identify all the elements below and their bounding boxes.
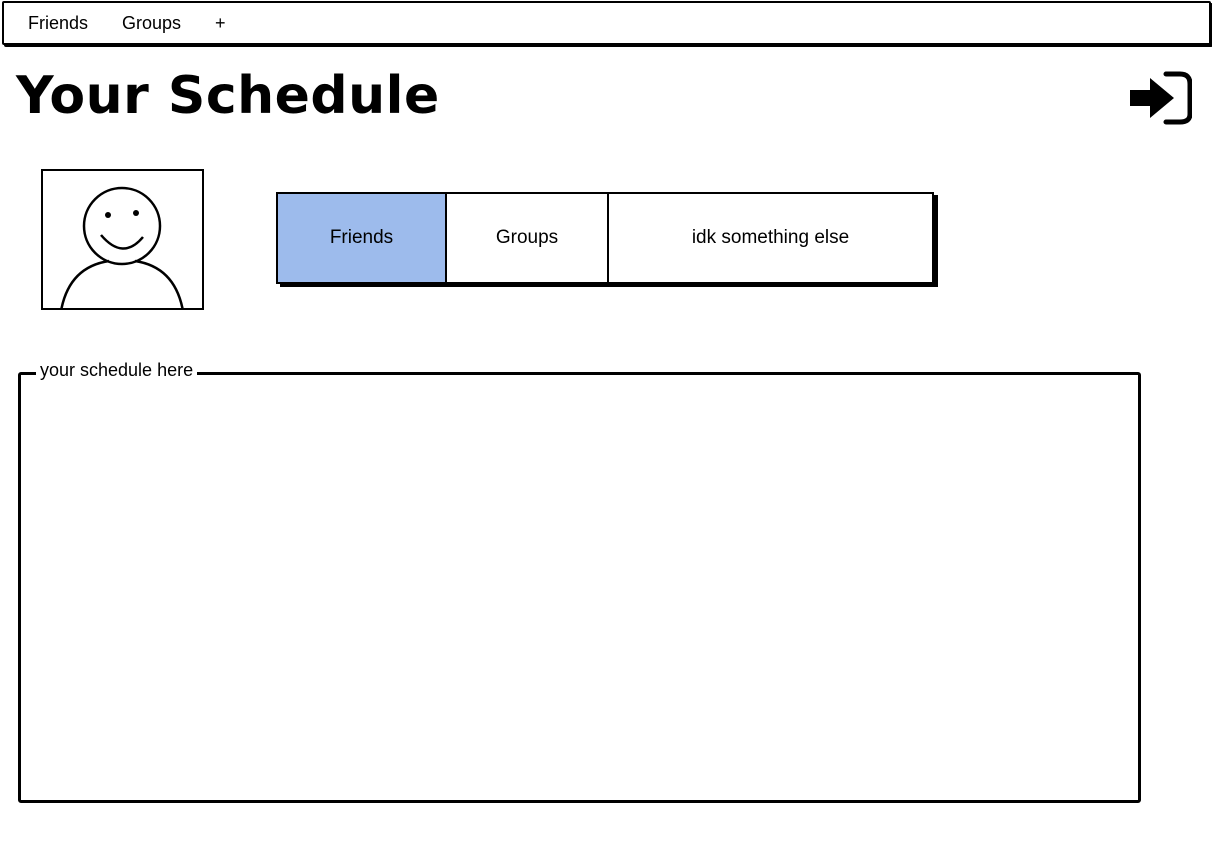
nav-item-groups[interactable]: Groups [122, 13, 182, 33]
top-navigation-bar: Friends Groups + [2, 1, 1211, 45]
tab-groups[interactable]: Groups [447, 194, 609, 282]
sign-in-arrow-icon[interactable] [1128, 70, 1193, 126]
schedule-panel [18, 372, 1141, 803]
tab-friends[interactable]: Friends [278, 194, 447, 282]
user-avatar-icon [41, 169, 204, 310]
tab-something-else[interactable]: idk something else [691, 227, 850, 248]
nav-item-friends[interactable]: Friends [28, 13, 89, 33]
nav-add-button[interactable]: + [215, 13, 226, 33]
page-title: Your Schedule [16, 66, 440, 126]
schedule-panel-label: your schedule here [36, 360, 198, 381]
tab-bar: Friends Groups idk something else [276, 192, 934, 284]
